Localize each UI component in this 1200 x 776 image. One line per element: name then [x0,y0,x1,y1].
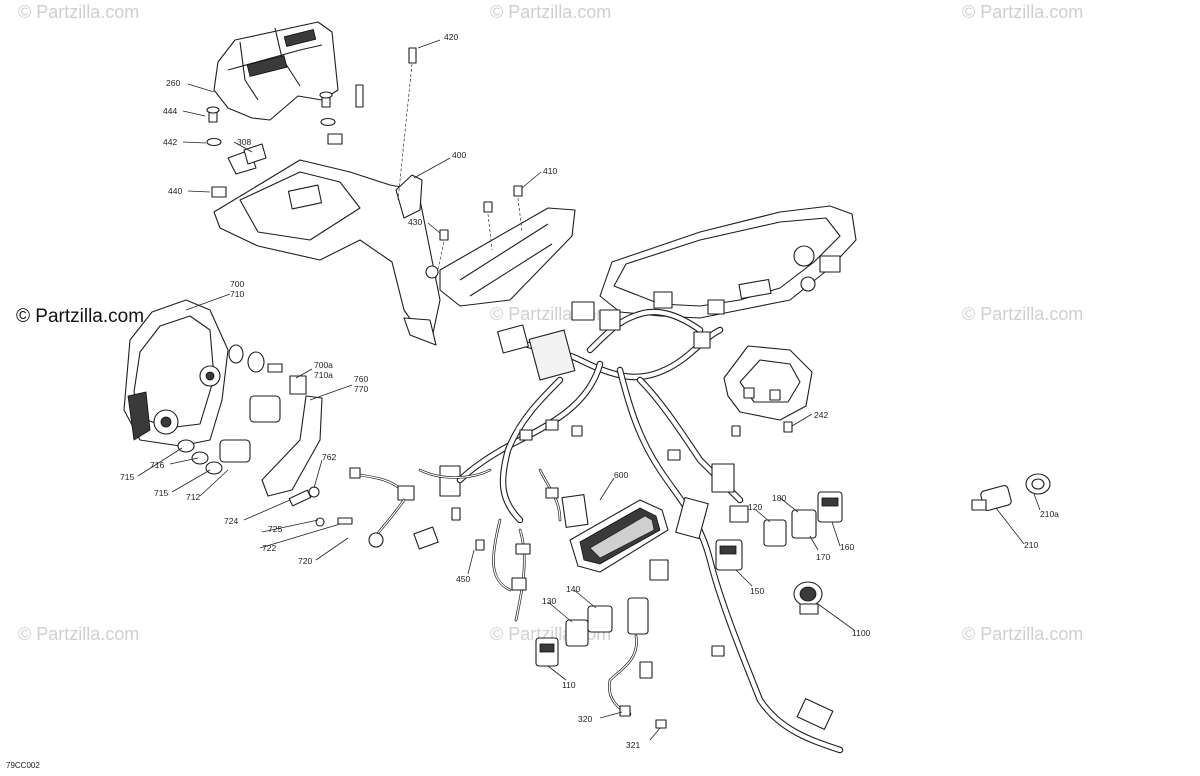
ignition-switch-210 [971,473,1051,511]
callout-210: 210 [1024,540,1038,550]
callout-700a: 700a [314,360,333,370]
switch-140 [587,605,613,633]
watermark-bottom-right: © Partzilla.com [962,624,1083,644]
callout-720: 720 [298,556,312,566]
callout-430: 430 [408,217,422,227]
callout-440: 440 [168,186,182,196]
watermark-main-partzilla: © Partzilla.com [16,306,144,327]
clip-440 [211,186,227,198]
callout-760: 760 [354,374,368,384]
power-socket-1100 [793,581,823,615]
callout-170: 170 [816,552,830,562]
watermark-layer: © Partzilla.com © Partzilla.com © Partzi… [18,2,1083,644]
callout-321: 321 [626,740,640,750]
callout-716: 716 [150,460,164,470]
display-cluster-600 [569,499,669,573]
rail-410 [425,185,576,307]
callout-120: 120 [748,502,762,512]
callout-442: 442 [163,137,177,147]
bracket-242 [723,345,813,437]
callout-150: 150 [750,586,764,596]
callout-leaders [137,39,1041,741]
left-connectors [349,465,461,550]
callout-320: 320 [578,714,592,724]
watermark-top-right: © Partzilla.com [962,2,1083,22]
connector-320-top [627,597,649,635]
headlight-adjusters [177,375,353,527]
watermark-top-center: © Partzilla.com [490,2,611,22]
switch-170 [791,509,817,539]
harness-connectors [451,301,834,730]
callout-715-top: 715 [120,472,134,482]
callout-724: 724 [224,516,238,526]
cover-260 [213,21,339,121]
switch-group [535,491,843,667]
dash-frame [599,205,857,319]
headlight-housing-700-710 [123,299,283,447]
screw-420-assembly [397,47,417,201]
callout-242: 242 [814,410,828,420]
switch-160 [817,491,843,523]
callout-762: 762 [322,452,336,462]
callout-130: 130 [542,596,556,606]
callout-712: 712 [186,492,200,502]
callout-700: 700 [230,279,244,289]
callout-labels: 420 260 444 442 308 440 400 410 430 700 … [120,32,1059,750]
watermark-top-left: © Partzilla.com [18,2,139,22]
switch-120 [763,519,787,547]
diagram-code-label: 79CC002 [6,761,40,770]
callout-600: 600 [614,470,628,480]
bracket-plate [213,159,441,346]
watermark-middle-right: © Partzilla.com [962,304,1083,324]
callout-180: 180 [772,493,786,503]
callout-725: 725 [268,524,282,534]
callout-715-bottom: 715 [154,488,168,498]
callout-710: 710 [230,289,244,299]
callout-410: 410 [543,166,557,176]
callout-400: 400 [452,150,466,160]
callout-110: 110 [562,680,576,690]
callout-420: 420 [444,32,458,42]
fasteners-top-left [206,84,364,198]
callout-710a: 710a [314,370,333,380]
callout-450: 450 [456,574,470,584]
callout-210a: 210a [1040,509,1059,519]
callout-1100: 1100 [852,628,871,638]
callout-308: 308 [237,137,251,147]
callout-160: 160 [840,542,854,552]
callout-140: 140 [566,584,580,594]
watermark-bottom-left: © Partzilla.com [18,624,139,644]
switch-130 [565,619,589,647]
callout-444: 444 [163,106,177,116]
sub-harness-320 [608,634,667,729]
washer-442 [206,137,222,147]
callout-770: 770 [354,384,368,394]
switch-150 [715,539,743,571]
callout-722: 722 [262,543,276,553]
callout-260: 260 [166,78,180,88]
